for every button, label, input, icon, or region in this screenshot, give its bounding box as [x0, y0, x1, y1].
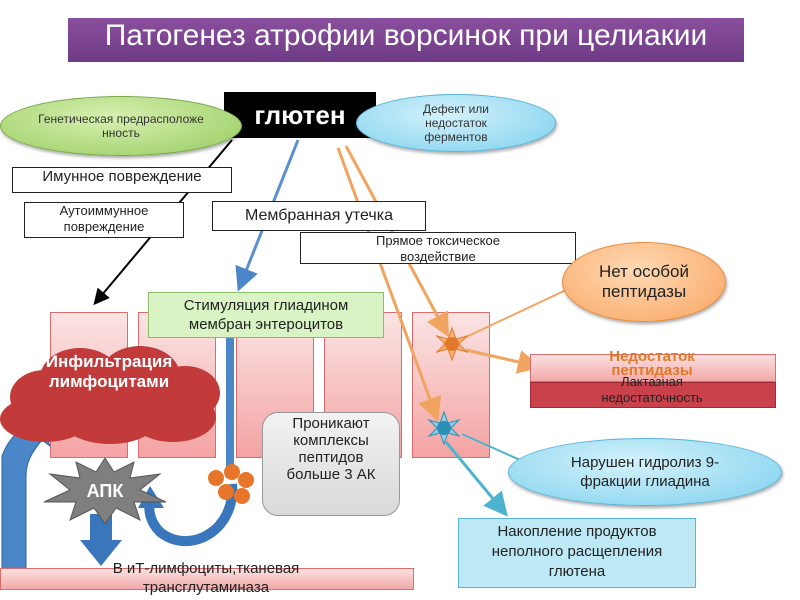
title-bar [68, 18, 744, 62]
no-peptidase-label: Нет особой пептидазы [599, 262, 689, 301]
lymphocytes-text: В иТ-лимфоциты,тканевая трансглутаминаза [112, 560, 300, 596]
genetic-label: Генетическая предрасположенность [38, 112, 204, 140]
infiltration-cloud: Инфильтрация лимфоцитами [0, 340, 224, 448]
no-peptidase-node: Нет особой пептидазы [562, 242, 726, 322]
immune-damage-box: Имунное повреждение [12, 167, 232, 193]
bottom-band [0, 568, 414, 590]
apc-label: АПК [86, 480, 124, 501]
lymphocytes-label: В иТ-лимфоциты,тканевая трансглутаминаза [0, 559, 412, 597]
shortage-text: Недостаток пептидазы [609, 350, 695, 379]
molecule-icon [208, 464, 254, 504]
enzyme-defect-label: Дефект или недостаток ферментов [423, 102, 489, 144]
lactase-label: Лактазная недостаточность [530, 374, 774, 406]
shortage-band [530, 354, 776, 382]
stimulation-label: Стимуляция глиадином мембран энтероцитов [183, 297, 349, 333]
lactase-band [530, 382, 776, 408]
genetic-predisposition-node: Генетическая предрасположенность [0, 96, 242, 156]
enzyme-defect-node: Дефект или недостаток ферментов [356, 94, 556, 152]
stimulation-stem [226, 338, 234, 478]
lactase-text: Лактазная недостаточность [601, 374, 703, 405]
peptide-complexes-label: Проникают комплексы пептидов больше 3 АК [286, 415, 376, 483]
autoimmune-damage-box: Аутоиммунное повреждение [24, 202, 184, 238]
apc-starburst: АПК [42, 457, 168, 525]
gluten-node: глютен [224, 92, 376, 138]
membrane-leak-box: Мембранная утечка [212, 201, 426, 231]
accumulation-box: Накопление продуктов неполного расщеплен… [458, 518, 696, 588]
direct-toxic-label: Прямое токсическое воздействие [376, 233, 500, 264]
shortage-label: Недостаток пептидазы [530, 350, 774, 380]
page-title: Патогенез атрофии ворсинок при целиакии [104, 19, 708, 52]
hydrolysis-label: Нарушен гидролиз 9-фракции глиадина [570, 454, 720, 490]
accumulation-label: Накопление продуктов неполного расщеплен… [491, 523, 663, 580]
hydrolysis-node: Нарушен гидролиз 9-фракции глиадина [508, 438, 782, 506]
peptide-complexes-box: Проникают комплексы пептидов больше 3 АК [262, 412, 400, 516]
infiltration-label: Инфильтрация лимфоцитами [45, 352, 173, 391]
direct-toxic-box: Прямое токсическое воздействие [300, 232, 576, 264]
stimulation-box: Стимуляция глиадином мембран энтероцитов [148, 292, 384, 338]
villus-5 [412, 312, 490, 458]
